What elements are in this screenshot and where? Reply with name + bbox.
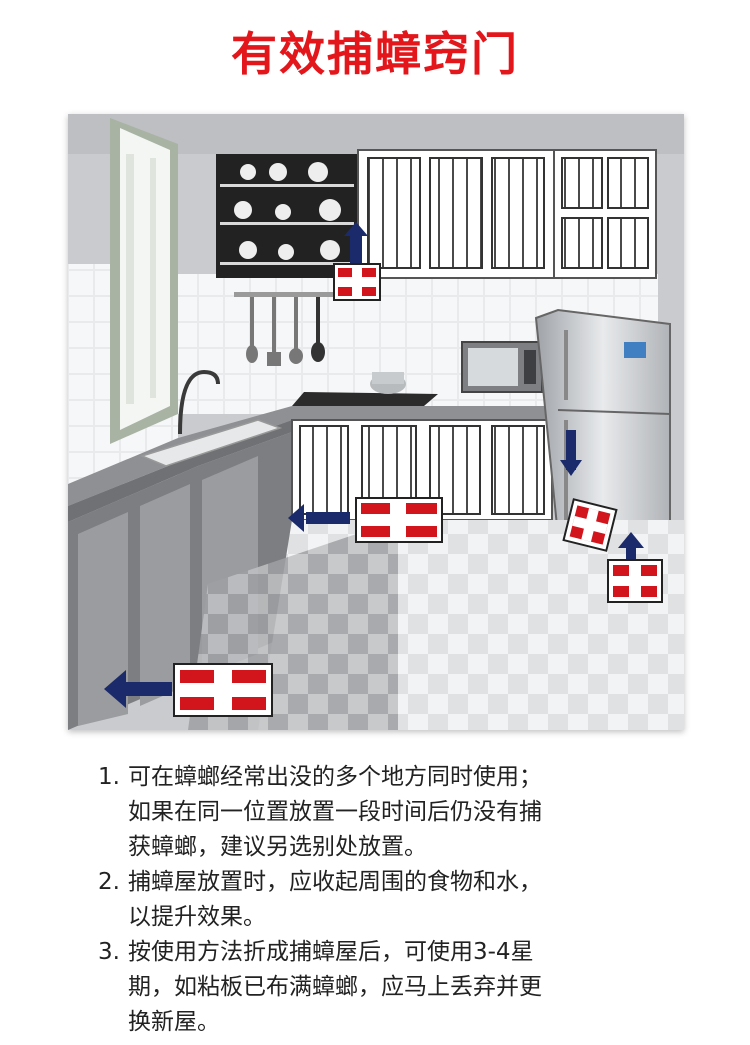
instruction-text: 捕蟑屋放置时，应收起周围的食物和水， 以提升效果。 [128,865,698,935]
sink [139,369,283,467]
instruction-text: 可在蟑螂经常出没的多个地方同时使用； 如果在同一位置放置一段时间后仍没有捕 获蟑… [128,760,698,865]
kitchen-illustration [68,114,684,730]
trap-fridge-side [560,430,618,552]
instructions-list: 1. 可在蟑螂经常出没的多个地方同时使用； 如果在同一位置放置一段时间后仍没有捕… [98,760,698,1040]
fridge [534,308,671,538]
page-title: 有效捕蟑窍门 [231,27,519,81]
instruction-number: 2. [98,869,120,895]
trap-cabinet-front [288,497,443,543]
instruction-item: 1. 可在蟑螂经常出没的多个地方同时使用； 如果在同一位置放置一段时间后仍没有捕… [98,760,698,865]
instruction-line: 以提升效果。 [128,904,266,930]
instruction-line: 如果在同一位置放置一段时间后仍没有捕 [128,799,542,825]
utensil-rail [234,292,350,366]
instruction-text: 按使用方法折成捕蟑屋后，可使用3-4星 期，如粘板已布满蟑螂，应马上丢弃并更 换… [128,935,698,1040]
instruction-line: 可在蟑螂经常出没的多个地方同时使用； [128,764,542,790]
window [110,118,178,444]
instruction-number: 3. [98,939,120,965]
instruction-item: 2. 捕蟑屋放置时，应收起周围的食物和水， 以提升效果。 [98,865,698,935]
instruction-line: 换新屋。 [128,1009,220,1035]
upper-cabinets [216,149,657,279]
instruction-line: 捕蟑屋放置时，应收起周围的食物和水， [128,869,542,895]
stove [292,372,438,406]
microwave [461,341,543,393]
trap-fridge-front [607,532,663,603]
instruction-item: 3. 按使用方法折成捕蟑屋后，可使用3-4星 期，如粘板已布满蟑螂，应马上丢弃并… [98,935,698,1040]
instruction-line: 按使用方法折成捕蟑屋后，可使用3-4星 [128,939,534,965]
instruction-line: 期，如粘板已布满蟑螂，应马上丢弃并更 [128,974,542,1000]
trap-upper-cabinet [333,222,381,301]
instruction-number: 1. [98,764,120,790]
instruction-line: 获蟑螂，建议另选别处放置。 [128,834,427,860]
trap-floor-left [104,663,273,717]
